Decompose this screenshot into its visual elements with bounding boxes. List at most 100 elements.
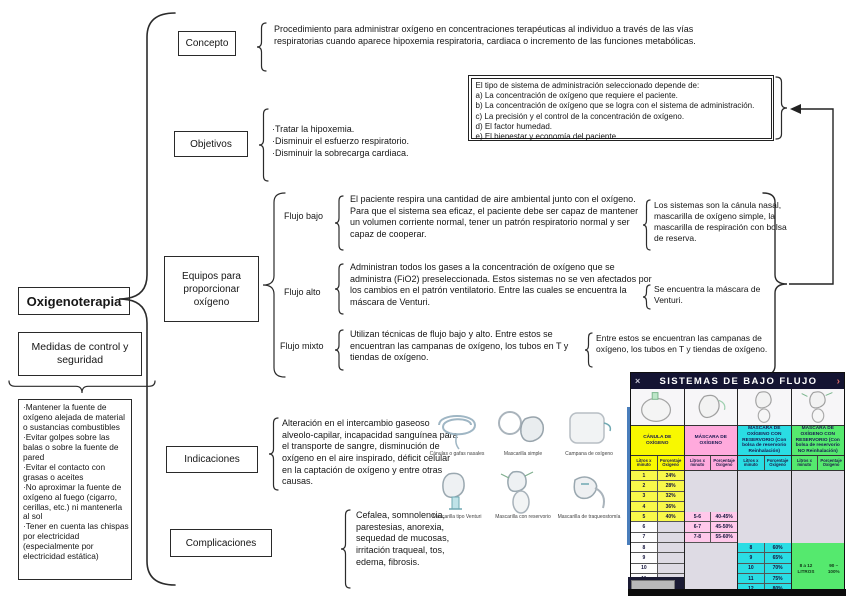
- safety-item: ·No aproximar la fuente de oxígeno al fu…: [23, 481, 123, 522]
- empty-cell-block: [684, 471, 737, 513]
- next-icon[interactable]: ›: [836, 375, 840, 387]
- branch-label-flujo-mixto: Flujo mixto: [280, 341, 324, 351]
- close-icon[interactable]: ×: [635, 376, 641, 386]
- oxygen-percent-cell: 80%: [764, 584, 791, 594]
- flujo-bajo-brace: [334, 195, 344, 251]
- lpm-cell: 3: [631, 491, 658, 501]
- subheader-cell: Litros x minuto: [792, 456, 819, 470]
- table-row: 9: [631, 553, 684, 564]
- blue-divider-line: [627, 407, 630, 545]
- lpm-cell: 4: [631, 501, 658, 512]
- lpm-cell: 2: [631, 481, 658, 491]
- lpm-cell: 10: [738, 563, 765, 573]
- device-caption: Campana de oxígeno: [565, 451, 613, 457]
- oxygen-percent-cell: 28%: [657, 481, 684, 491]
- section-label: Concepto: [185, 38, 229, 49]
- flow-table-titlebar: × SISTEMAS DE BAJO FLUJO ›: [631, 373, 844, 389]
- oxygen-percent-cell: 36%: [657, 501, 684, 512]
- table-row: 6: [631, 522, 684, 533]
- sistema-line: d) El factor humedad.: [475, 122, 552, 132]
- section-box-complicaciones: Complicaciones: [170, 529, 272, 557]
- subheader-cell: Porcentaje Oxígeno: [713, 457, 735, 467]
- flujo-bajo-right-text: Los sistemas son la cánula nasal, mascar…: [654, 200, 787, 244]
- sistema-box-outer: El tipo de sistema de administración sel…: [468, 75, 774, 141]
- section-label: Indicaciones: [184, 454, 240, 465]
- flujo-alto-brace: [334, 263, 344, 315]
- oxygen-percent-cell: 32%: [657, 491, 684, 501]
- oxygen-percent-cell: 40%: [657, 512, 684, 522]
- flujo-alto-right-brace: [642, 284, 651, 310]
- main-brace: [118, 12, 176, 586]
- device-images: Cánulas o gafas nasales Mascarilla simpl…: [424, 407, 626, 520]
- sistema-line: e) El bienestar y economía del paciente.: [475, 132, 619, 142]
- venturi-mask-image: [442, 472, 465, 510]
- tracheostomy-mask-image: [573, 475, 605, 508]
- lpm-cell: 6: [631, 522, 658, 532]
- flujo-mixto-text: Utilizan técnicas de flujo bajo y alto. …: [350, 329, 569, 363]
- complicaciones-brace: [340, 509, 351, 589]
- oxygen-percent-cell: [657, 522, 684, 532]
- section-label: Equipos para proporcionar oxígeno: [182, 270, 241, 308]
- section-label: Objetivos: [190, 138, 232, 150]
- section-box-concepto: Concepto: [178, 31, 236, 56]
- safety-item: ·Evitar el contacto con grasas o aceites: [23, 461, 106, 482]
- control-down-brace: [8, 380, 156, 394]
- oxygen-percent-cell: 45-50%: [711, 522, 737, 532]
- page-title: Oxigenoterapia: [26, 293, 122, 309]
- subheader-cell: Porcentaje Oxígeno: [820, 457, 842, 467]
- column-title: MÁSCARA DE OXÍGENO: [684, 426, 737, 456]
- concepto-brace: [256, 22, 267, 72]
- table-bottom-bar: [628, 589, 846, 596]
- device-photo: [684, 389, 737, 426]
- empty-cell-block: [791, 471, 844, 544]
- safety-item: ·Tener en cuenta las chispas por electri…: [23, 521, 129, 562]
- empty-cell-block: [684, 543, 737, 595]
- lpm-cell: 7: [631, 532, 658, 543]
- table-row: 7: [631, 532, 684, 544]
- section-box-indicaciones: Indicaciones: [166, 446, 258, 473]
- oxygen-percent-cell: 70%: [764, 563, 791, 573]
- subheader-cell: Litros x minuto: [738, 456, 765, 470]
- lpm-cell: 9: [631, 553, 658, 563]
- objetivos-list: ·Tratar la hipoxemia. ·Disminuir el esfu…: [272, 123, 472, 159]
- flujo-alto-right-text: Se encuentra la máscara de Venturi.: [654, 284, 761, 306]
- flujo-alto-text: Administran todos los gases a la concent…: [350, 262, 652, 308]
- objetivos-brace: [258, 108, 269, 182]
- device-photo: [738, 389, 791, 426]
- lpm-cell: 12: [738, 584, 765, 594]
- device-caption: Mascarilla simple: [503, 451, 543, 457]
- equipos-brace: [262, 192, 286, 378]
- column-title: CÁNULA DE OXÍGENO: [631, 426, 684, 456]
- sistema-line: El tipo de sistema de administración sel…: [475, 80, 700, 90]
- lpm-cell: 1: [631, 471, 658, 481]
- branch-label-flujo-alto: Flujo alto: [284, 287, 321, 297]
- lpm-cell: 5-6: [684, 512, 712, 522]
- subheader-cell: Porcentaje Oxígeno: [659, 457, 682, 467]
- table-row: 8: [631, 543, 684, 554]
- systems-right-brace: [762, 192, 788, 376]
- oxygen-percent-cell: [657, 532, 684, 543]
- indicaciones-brace: [268, 417, 279, 491]
- nasal-cannula-image: [438, 415, 477, 450]
- flow-table-title: SISTEMAS DE BAJO FLUJO: [659, 375, 818, 387]
- oxygen-percent-cell: 40-45%: [711, 512, 737, 522]
- oxygen-percent-cell: 55-60%: [711, 532, 737, 543]
- device-venturi-mask: Mascarilla tipo Venturi: [424, 470, 490, 521]
- lpm-cell: 8: [631, 543, 658, 553]
- objetivo-item: ·Disminuir el esfuerzo respiratorio.: [272, 136, 410, 147]
